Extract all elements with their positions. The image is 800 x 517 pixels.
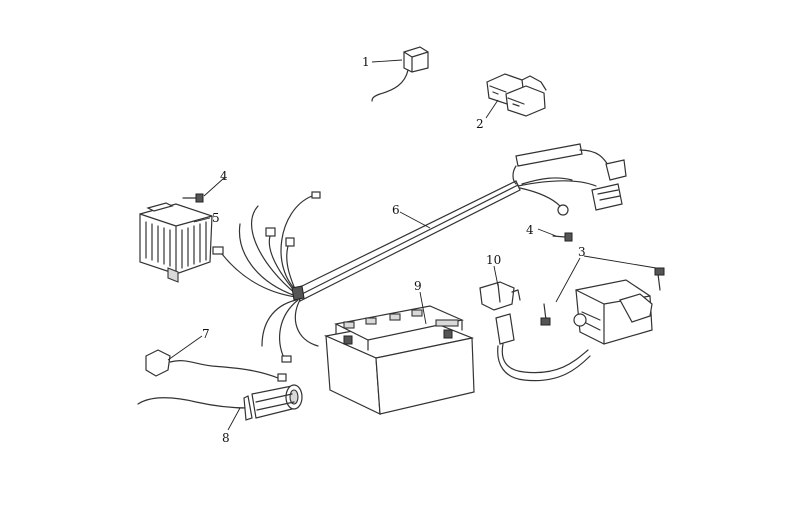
part-7-sensor (145, 349, 287, 382)
part-10-plug-cap (479, 281, 591, 382)
callout-1: 1 (362, 55, 370, 69)
screw-part-4-right (552, 232, 573, 242)
callout-7: 7 (202, 327, 210, 341)
part-2-connector (486, 73, 547, 117)
part-1-relay (371, 46, 429, 102)
callout-2: 2 (476, 117, 484, 131)
callout-9: 9 (414, 279, 422, 293)
screw-part-4-upper (182, 193, 204, 203)
callout-10: 10 (486, 253, 501, 267)
part-5-regulator (139, 202, 213, 283)
leader-lines (167, 59, 657, 431)
part-3-ignition-coil (540, 267, 665, 345)
callout-labels: 1 2 3 4 4 5 6 7 8 9 10 (202, 55, 586, 445)
part-8-horn (137, 384, 303, 421)
part-6-main-harness (212, 143, 627, 363)
callout-3: 3 (578, 245, 586, 259)
callout-6: 6 (392, 203, 400, 217)
callout-4-upper: 4 (220, 169, 228, 183)
callout-4-right: 4 (526, 223, 534, 237)
part-9-battery (323, 305, 475, 415)
callout-5: 5 (212, 211, 220, 225)
callout-8: 8 (222, 431, 230, 445)
